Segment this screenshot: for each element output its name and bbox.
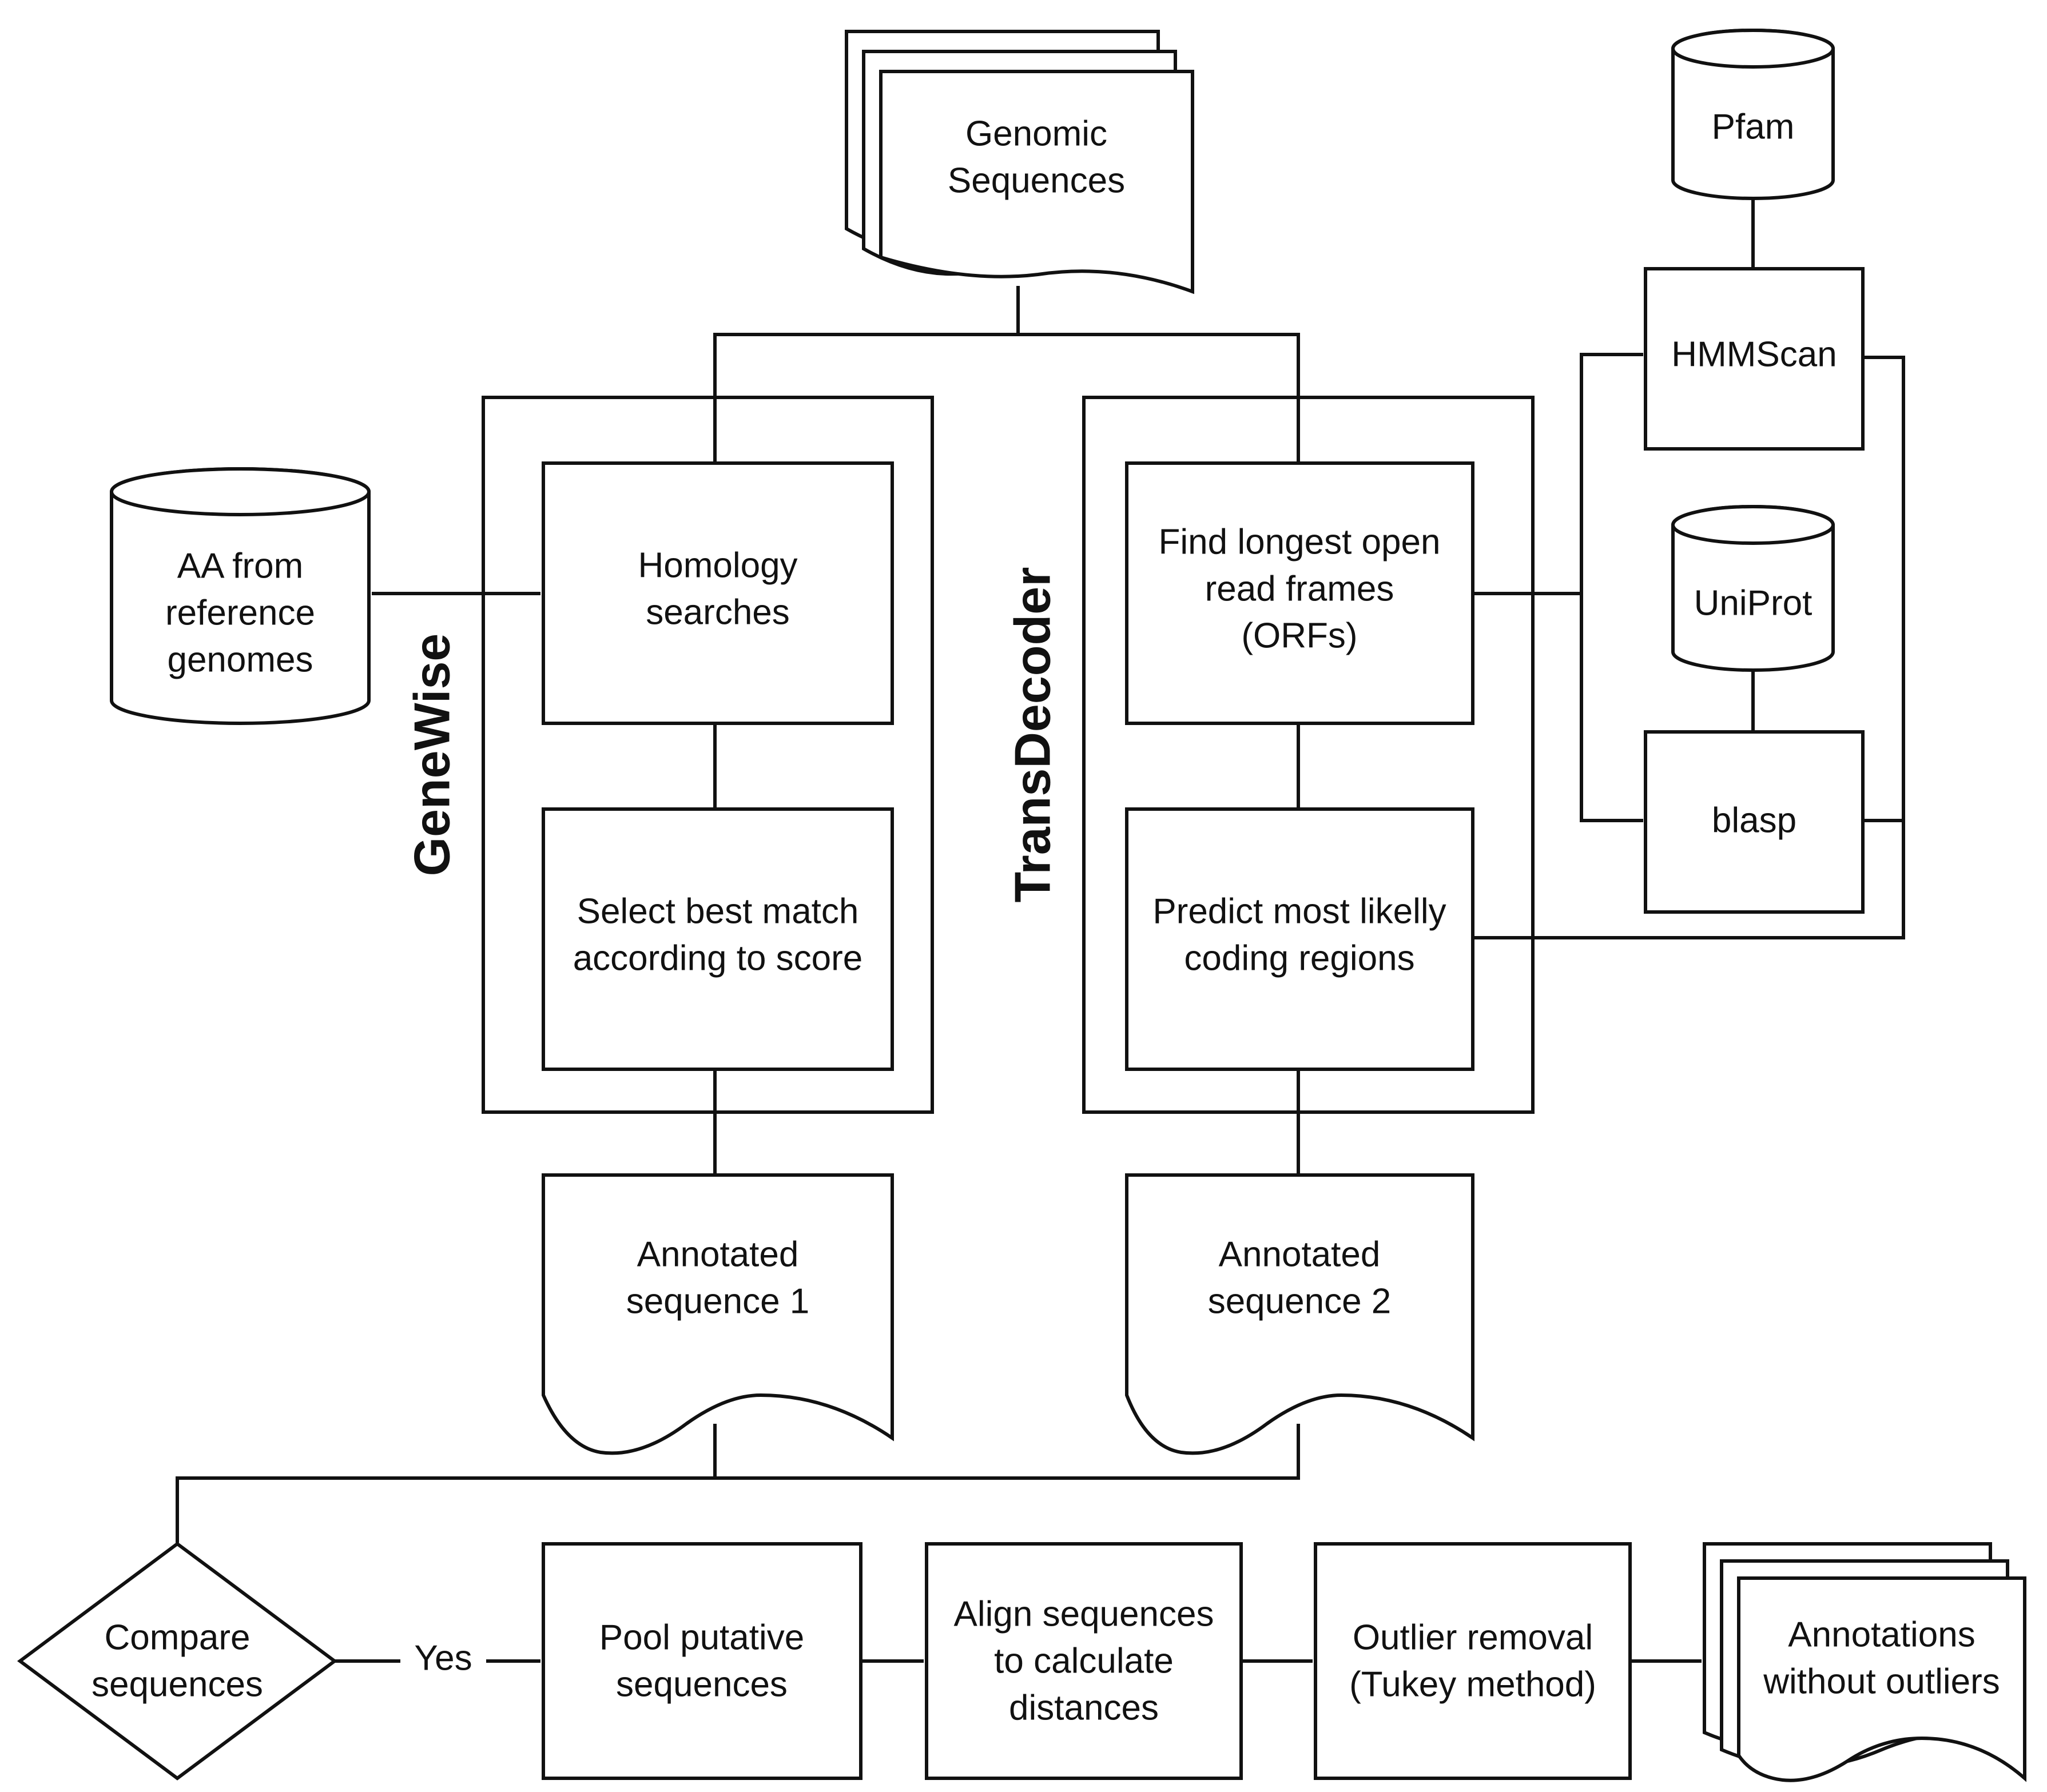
edge-orfs-to-blasp bbox=[1580, 594, 1643, 822]
outlier-removal-label: Outlier removal(Tukey method) bbox=[1349, 1618, 1596, 1705]
transdecoder-group-label: TransDecoder bbox=[1004, 567, 1061, 903]
blasp-node: blasp bbox=[1644, 730, 1865, 914]
uniprot-node: UniProt bbox=[1671, 505, 1835, 672]
hmmscan-node: HMMScan bbox=[1644, 267, 1865, 451]
edge-hmmscan-to-predict bbox=[1474, 356, 1905, 939]
outlier-removal-node: Outlier removal(Tukey method) bbox=[1314, 1542, 1632, 1780]
edge-genomic-to-homology bbox=[713, 333, 1018, 462]
edge-orfs-to-hmmscan bbox=[1473, 353, 1643, 595]
genewise-group bbox=[482, 396, 934, 1114]
edges: Yes bbox=[176, 197, 1905, 1678]
blasp-label: blasp bbox=[1712, 801, 1796, 841]
edge-genomic-to-orfs bbox=[1018, 333, 1300, 462]
transdecoder-group bbox=[1082, 396, 1535, 1114]
genewise-group-label: GeneWise bbox=[404, 634, 460, 877]
hmmscan-label: HMMScan bbox=[1671, 335, 1837, 375]
pfam-label: Pfam bbox=[1712, 107, 1795, 147]
yes-edge-label: Yes bbox=[414, 1639, 472, 1678]
edge-annotated2-merge bbox=[176, 1424, 1300, 1543]
pfam-node: Pfam bbox=[1671, 29, 1835, 200]
uniprot-label: UniProt bbox=[1694, 584, 1813, 623]
